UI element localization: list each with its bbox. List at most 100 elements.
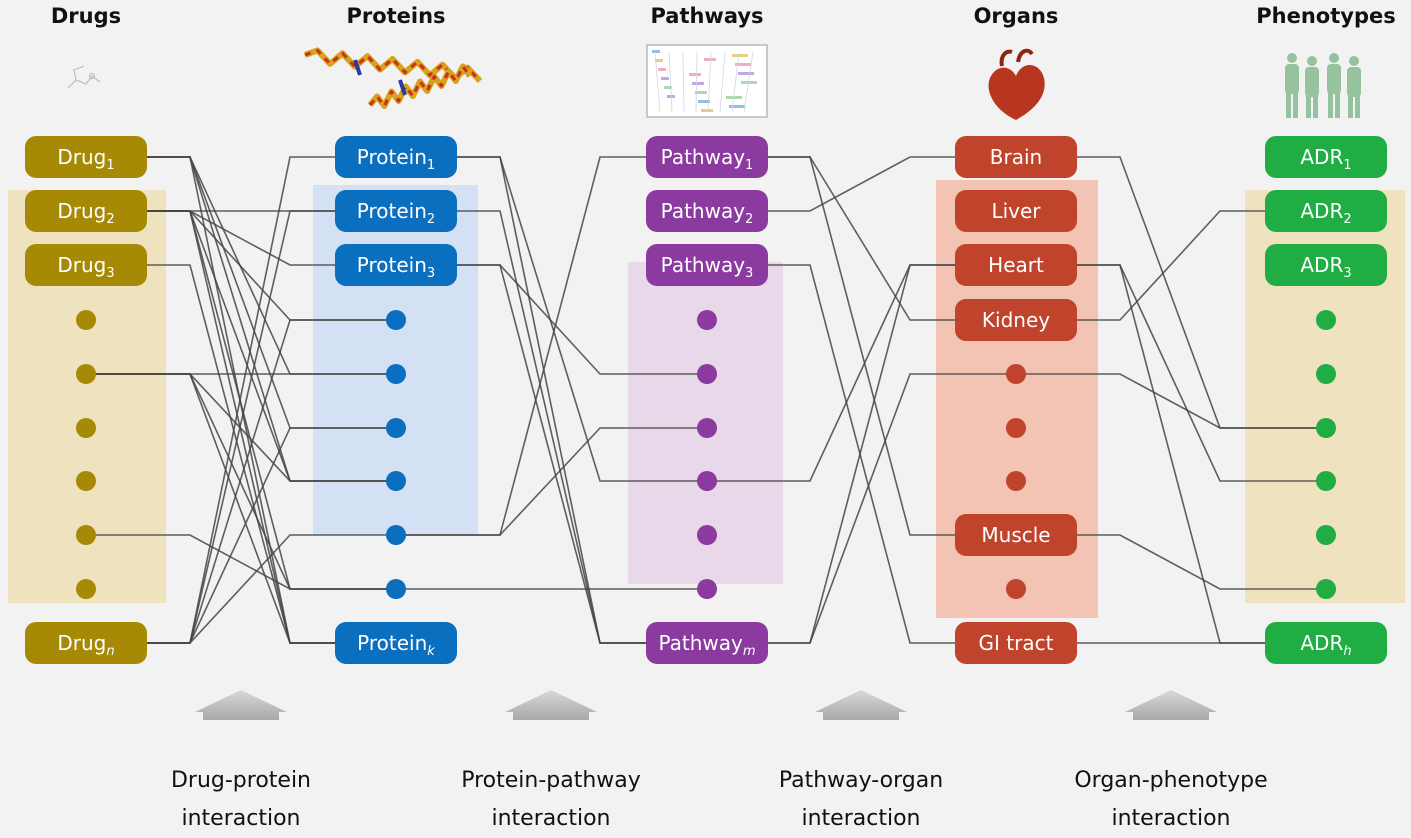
phenotype-node: ADRh	[1265, 622, 1387, 664]
interaction-edge	[1073, 534, 1326, 590]
drug-dot	[76, 310, 96, 330]
protein-pill	[335, 622, 457, 664]
interaction-edge	[1073, 264, 1326, 482]
interaction-edge	[86, 534, 396, 590]
label-pathway-organ-interaction: Pathway-organ interaction	[741, 762, 981, 838]
phenotype-dot	[1316, 418, 1336, 438]
protein-node: Proteink	[335, 622, 457, 664]
organ-pill	[955, 514, 1077, 556]
drug-node: Drugn	[25, 622, 147, 664]
flow-arrow-icon	[815, 690, 907, 720]
organ-pill	[955, 299, 1077, 341]
protein-node: Protein2	[335, 190, 457, 232]
organ-label: Liver	[991, 199, 1041, 223]
phenotype-label: ADR1	[1300, 145, 1351, 173]
drug-pill	[25, 244, 147, 286]
organ-dot	[1006, 471, 1026, 491]
phenotype-dot	[1316, 525, 1336, 545]
organ-label: Heart	[988, 253, 1044, 277]
protein-label: Protein2	[357, 199, 435, 227]
organ-dot	[1006, 364, 1026, 384]
protein-dot	[386, 418, 406, 438]
organ-label: GI tract	[979, 631, 1054, 655]
pathway-pill	[646, 136, 768, 178]
organ-node: Muscle	[955, 514, 1077, 556]
interaction-edge	[1016, 373, 1326, 429]
phenotype-pill	[1265, 622, 1387, 664]
interaction-edge	[86, 373, 339, 644]
organ-node: GI tract	[955, 622, 1077, 664]
phenotype-node: ADR2	[1265, 190, 1387, 232]
interaction-edge	[143, 210, 339, 644]
pathway-node: Pathway3	[646, 244, 768, 286]
label-organ-phenotype-interaction: Organ-phenotype interaction	[1051, 762, 1291, 838]
interaction-edge	[453, 156, 650, 644]
protein-node: Protein3	[335, 244, 457, 286]
drug-pill	[25, 190, 147, 232]
protein-helix-icon	[303, 47, 483, 109]
protein-dot	[386, 310, 406, 330]
header-pathways: Pathways	[650, 4, 764, 28]
label-line-1: Pathway-organ	[778, 768, 944, 793]
organ-dot	[1006, 579, 1026, 599]
phenotype-dot	[1316, 310, 1336, 330]
protein-dot	[386, 471, 406, 491]
drug-pill	[25, 622, 147, 664]
pathway-label: Pathwaym	[658, 631, 755, 659]
drug-label: Drug1	[57, 145, 114, 173]
header-organs: Organs	[973, 4, 1059, 28]
pathway-dot	[697, 418, 717, 438]
pathway-dot	[697, 310, 717, 330]
phenotype-pill	[1265, 136, 1387, 178]
flow-arrow-icon	[505, 690, 597, 720]
organ-label: Muscle	[981, 523, 1050, 547]
interaction-edge	[1073, 210, 1269, 321]
phenotype-label: ADR3	[1300, 253, 1351, 281]
interaction-edge	[764, 264, 959, 644]
drug-label: Drug2	[57, 199, 114, 227]
phenotype-node: ADR1	[1265, 136, 1387, 178]
pathway-dot	[697, 471, 717, 491]
drug-dot	[76, 525, 96, 545]
drug-node: Drug1	[25, 136, 147, 178]
organ-pill	[955, 190, 1077, 232]
drug-dot	[76, 364, 96, 384]
label-line-1: Protein-pathway	[461, 768, 641, 793]
interaction-edge	[764, 156, 959, 212]
interaction-edge	[1073, 264, 1269, 644]
protein-pill	[335, 244, 457, 286]
organ-pill	[955, 622, 1077, 664]
label-line-2: interaction	[1111, 806, 1231, 831]
organ-label: Kidney	[982, 308, 1050, 332]
organ-node: Heart	[955, 244, 1077, 286]
label-drug-protein-interaction: Drug-protein interaction	[121, 762, 361, 838]
interaction-edge	[143, 156, 339, 644]
organ-node: Kidney	[955, 299, 1077, 341]
pathway-label: Pathway3	[661, 253, 754, 281]
pathway-dot	[697, 579, 717, 599]
interaction-edge	[143, 210, 339, 644]
pathway-pill	[646, 244, 768, 286]
pathway-dot	[697, 525, 717, 545]
interaction-edge	[764, 373, 1016, 644]
pathway-node: Pathwaym	[646, 622, 768, 664]
pathway-map-icon	[646, 44, 768, 118]
drug-label: Drug3	[57, 253, 114, 281]
phenotype-dot	[1316, 364, 1336, 384]
drug-dot	[76, 418, 96, 438]
flow-arrow-icon	[195, 690, 287, 720]
protein-pill	[335, 190, 457, 232]
drug-molecule-icon	[67, 65, 101, 89]
phenotype-dot	[1316, 471, 1336, 491]
label-line-2: interaction	[491, 806, 611, 831]
protein-dot	[386, 525, 406, 545]
label-line-2: interaction	[181, 806, 301, 831]
phenotype-node: ADR3	[1265, 244, 1387, 286]
interaction-edge	[453, 264, 650, 644]
header-proteins: Proteins	[346, 4, 446, 28]
label-line-2: interaction	[801, 806, 921, 831]
protein-label: Protein3	[357, 253, 435, 281]
protein-dot	[386, 579, 406, 599]
pathway-pill	[646, 190, 768, 232]
protein-node: Protein1	[335, 136, 457, 178]
